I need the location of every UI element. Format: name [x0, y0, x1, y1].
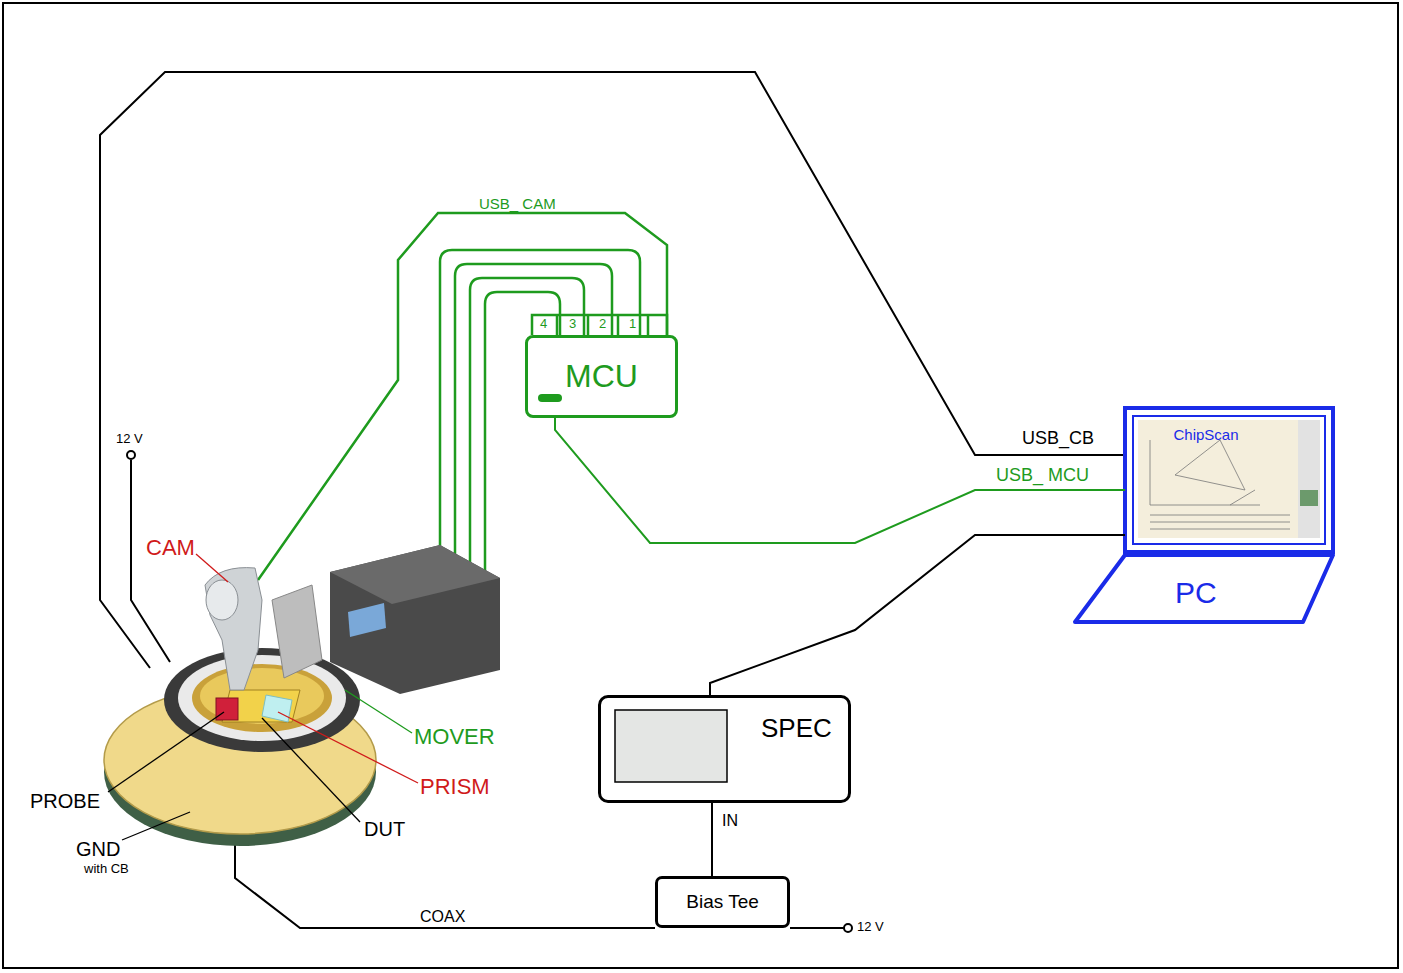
connector	[555, 418, 1125, 543]
part-name: MOVER	[414, 725, 495, 749]
voltage-label: 12 V	[857, 920, 884, 934]
supply-wire	[790, 927, 844, 929]
leader-line	[108, 712, 224, 792]
leader-line	[345, 690, 412, 733]
pin-divider	[617, 315, 620, 335]
pin-header	[532, 315, 667, 335]
node-text: ChipScan	[1173, 427, 1238, 444]
pc-laptop: PC ChipScan	[1075, 408, 1335, 624]
node-text: SPEC	[761, 714, 832, 743]
terminal	[844, 924, 852, 932]
cable-name: COAX	[420, 908, 465, 926]
bias-tee-box: Bias Tee	[655, 876, 790, 928]
motor-wire	[455, 264, 612, 556]
connector	[712, 803, 713, 876]
edge-label: IN	[722, 812, 738, 830]
part-name: CAM	[146, 536, 195, 560]
leader-line	[262, 718, 360, 822]
signal-name: USB_CB	[1022, 429, 1094, 449]
part-name: PROBE	[30, 790, 100, 812]
connector-line	[710, 535, 1125, 695]
voltage-label: 12 V	[116, 432, 143, 446]
pin-divider	[556, 315, 559, 335]
node-text: PC	[1175, 576, 1217, 609]
leader-line	[278, 712, 418, 783]
supply-wire	[131, 460, 170, 662]
pin-number: 1	[629, 317, 636, 331]
part-name: PRISM	[420, 775, 490, 799]
spectrum-analyzer: SPEC	[598, 695, 851, 803]
pin-divider	[647, 315, 650, 335]
signal-name: USB_ CAM	[479, 196, 556, 213]
node-text: MCU	[565, 359, 638, 394]
connector-line	[711, 803, 713, 876]
connector	[710, 535, 1125, 695]
leader-line	[196, 554, 228, 582]
software-screen: ChipScan	[1163, 422, 1249, 449]
leader-line	[122, 812, 190, 840]
pin-number: 4	[540, 317, 547, 331]
usb-cam-wire	[258, 213, 667, 580]
pin-divider	[587, 315, 590, 335]
probe-station	[104, 545, 500, 846]
part-name: DUT	[364, 818, 405, 840]
part-note: with CB	[84, 862, 129, 876]
part-name: GND	[76, 838, 120, 860]
node-text: Bias Tee	[686, 892, 759, 913]
pin-number: 2	[599, 317, 606, 331]
motor-wire	[485, 292, 560, 572]
connector-line	[555, 418, 1125, 543]
usb-port	[538, 394, 562, 402]
spectrum-screen	[615, 710, 727, 782]
laptop	[1075, 408, 1333, 622]
mcu-box: MCU	[525, 335, 678, 418]
terminal	[127, 451, 135, 459]
pin-number: 3	[569, 317, 576, 331]
edge-label: USB_ MCU	[996, 466, 1089, 486]
motor-wire	[470, 278, 584, 564]
